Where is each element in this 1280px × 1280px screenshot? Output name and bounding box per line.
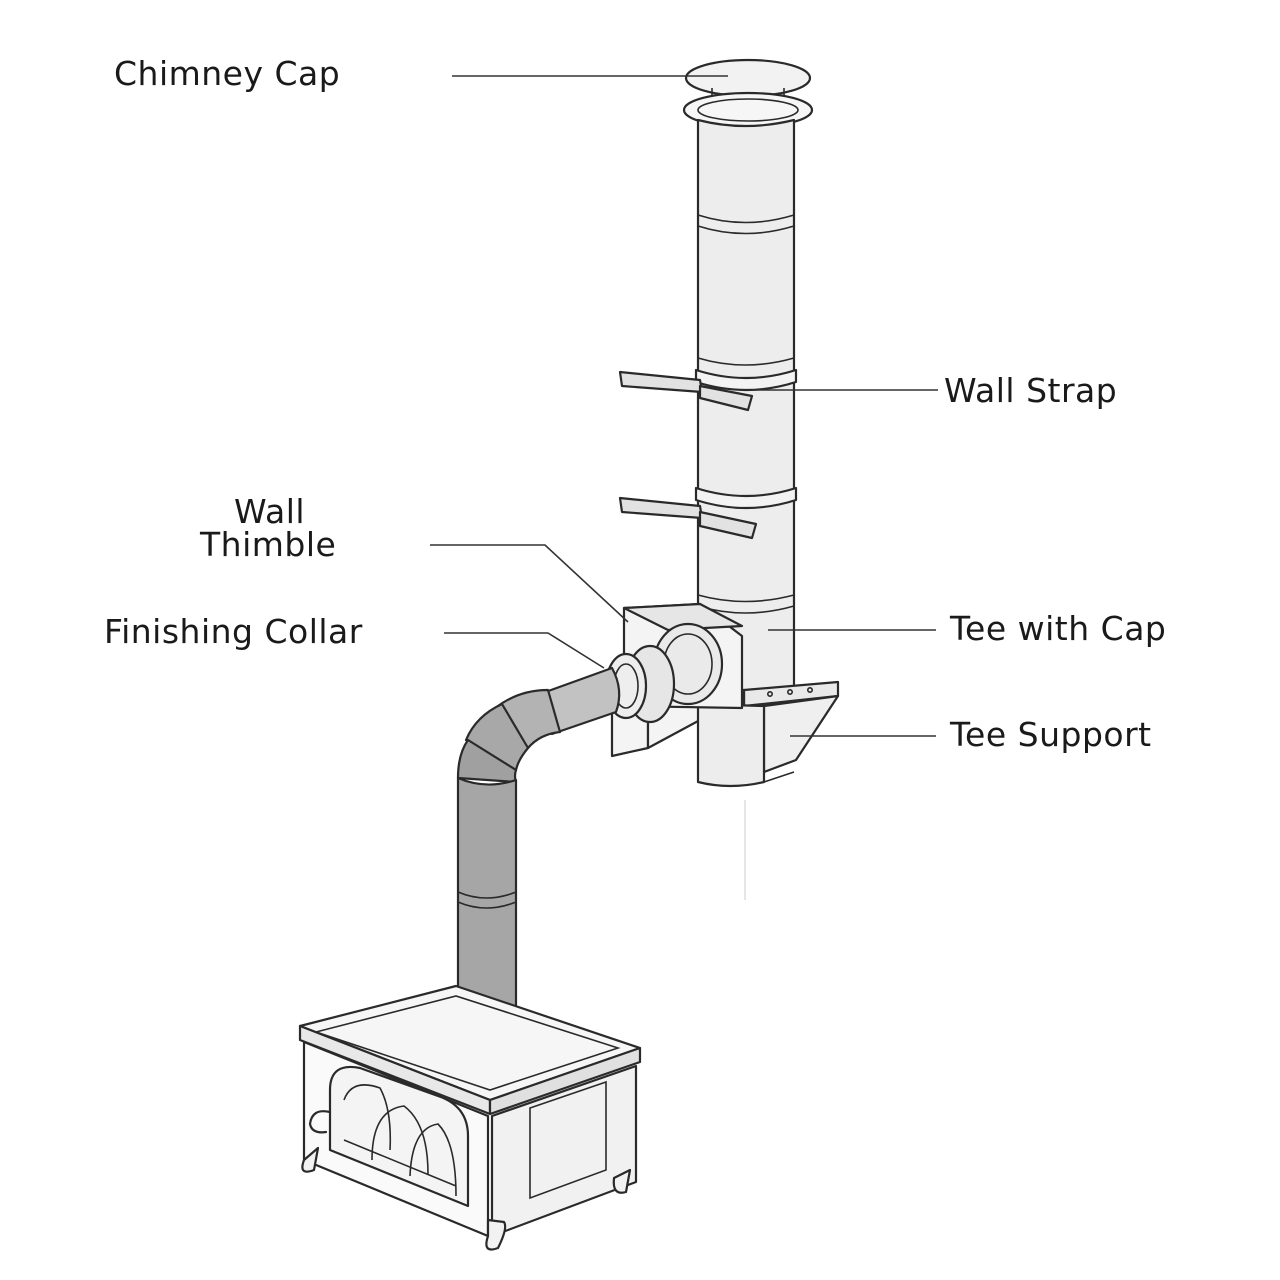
leader-wall-thimble [430,544,629,623]
tee-lower-section [696,702,795,788]
wood-stove [298,984,642,1251]
label-wall-thimble-line1: Wall [234,492,305,531]
labels: Chimney Cap Wall Strap Wall Thimble Fini… [104,54,1166,754]
label-finishing-collar: Finishing Collar [104,612,363,651]
label-wall-thimble-line2: Thimble [199,525,336,564]
label-wall-strap: Wall Strap [944,371,1117,410]
label-tee-support: Tee Support [949,715,1152,754]
label-chimney-cap: Chimney Cap [114,54,340,93]
leader-finishing-collar [444,632,605,669]
wall-strap-upper [618,368,798,412]
chimney-cap [682,58,814,129]
stove-pipe [456,666,621,1038]
wall-strap-lower [618,486,798,540]
label-tee-with-cap: Tee with Cap [949,609,1166,648]
leader-lines [430,75,938,737]
